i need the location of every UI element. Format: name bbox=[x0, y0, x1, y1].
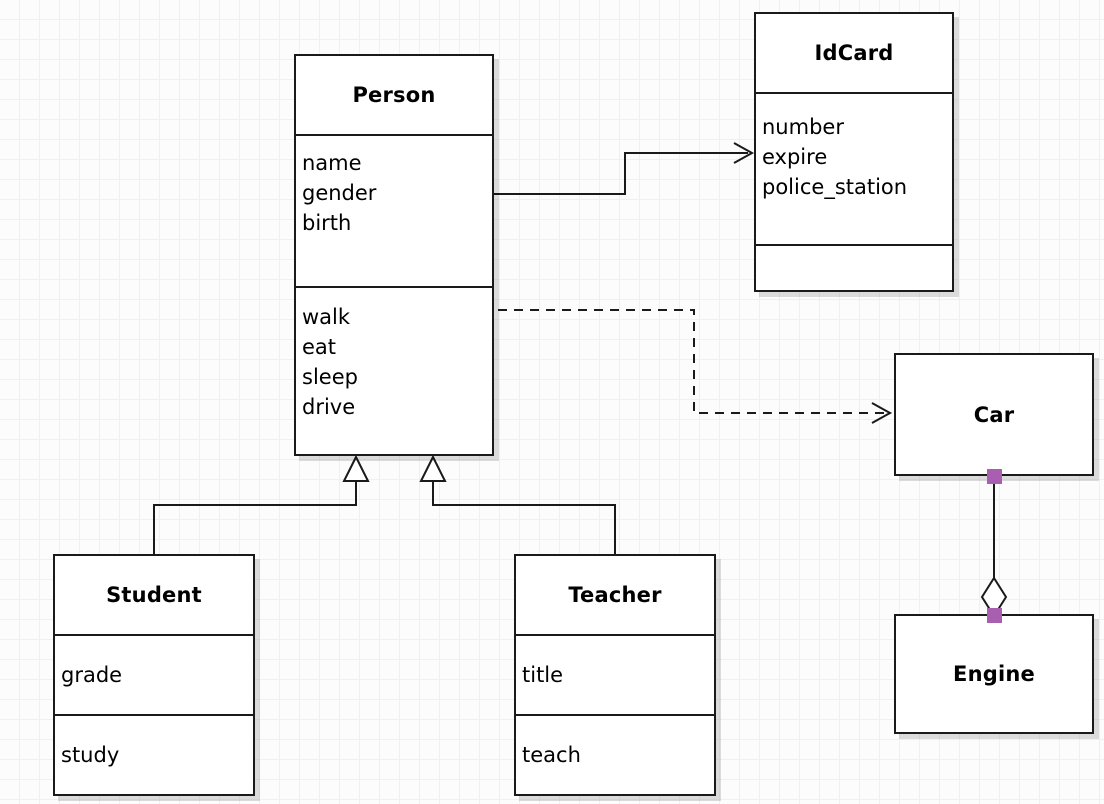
dependency-person-car[interactable] bbox=[498, 309, 893, 424]
generalization-teacher-person[interactable] bbox=[419, 454, 616, 554]
class-title-idcard: IdCard bbox=[814, 41, 894, 65]
class-title-engine: Engine bbox=[953, 662, 1035, 686]
method-item: eat bbox=[302, 335, 337, 359]
link-endpoint-handle-engine[interactable] bbox=[987, 608, 1002, 623]
class-title-teacher: Teacher bbox=[568, 583, 662, 607]
method-item: study bbox=[61, 743, 120, 767]
class-title-student: Student bbox=[106, 583, 202, 607]
attribute-item: gender bbox=[302, 181, 377, 205]
class-attributes-student: grade bbox=[55, 634, 253, 714]
method-item: walk bbox=[302, 305, 351, 329]
class-attributes-person: name gender birth bbox=[296, 134, 492, 286]
class-attributes-teacher: title bbox=[516, 634, 714, 714]
generalization-student-person[interactable] bbox=[153, 454, 370, 554]
method-item: drive bbox=[302, 395, 356, 419]
attribute-item: birth bbox=[302, 211, 352, 235]
attribute-item: name bbox=[302, 151, 362, 175]
method-item: teach bbox=[522, 743, 581, 767]
class-box-student[interactable]: Student grade study bbox=[53, 554, 255, 796]
class-box-idcard[interactable]: IdCard number expire police_station bbox=[754, 12, 954, 292]
attribute-item: expire bbox=[762, 145, 828, 169]
method-item: sleep bbox=[302, 365, 358, 389]
class-methods-person: walk eat sleep drive bbox=[296, 286, 492, 454]
class-title-person: Person bbox=[352, 83, 436, 107]
class-methods-teacher: teach bbox=[516, 714, 714, 794]
class-box-car[interactable]: Car bbox=[894, 353, 1094, 476]
association-person-idcard[interactable] bbox=[494, 142, 755, 195]
class-box-teacher[interactable]: Teacher title teach bbox=[514, 554, 716, 796]
attribute-item: grade bbox=[61, 663, 123, 687]
class-methods-student: study bbox=[55, 714, 253, 794]
class-methods-idcard bbox=[756, 244, 952, 290]
attribute-item: police_station bbox=[762, 175, 908, 199]
attribute-item: title bbox=[522, 663, 564, 687]
class-box-person[interactable]: Person name gender birth walk eat sleep … bbox=[294, 54, 494, 456]
class-attributes-idcard: number expire police_station bbox=[756, 92, 952, 244]
class-title-car: Car bbox=[973, 402, 1015, 427]
link-endpoint-handle-car[interactable] bbox=[987, 469, 1002, 484]
attribute-item: number bbox=[762, 115, 844, 139]
